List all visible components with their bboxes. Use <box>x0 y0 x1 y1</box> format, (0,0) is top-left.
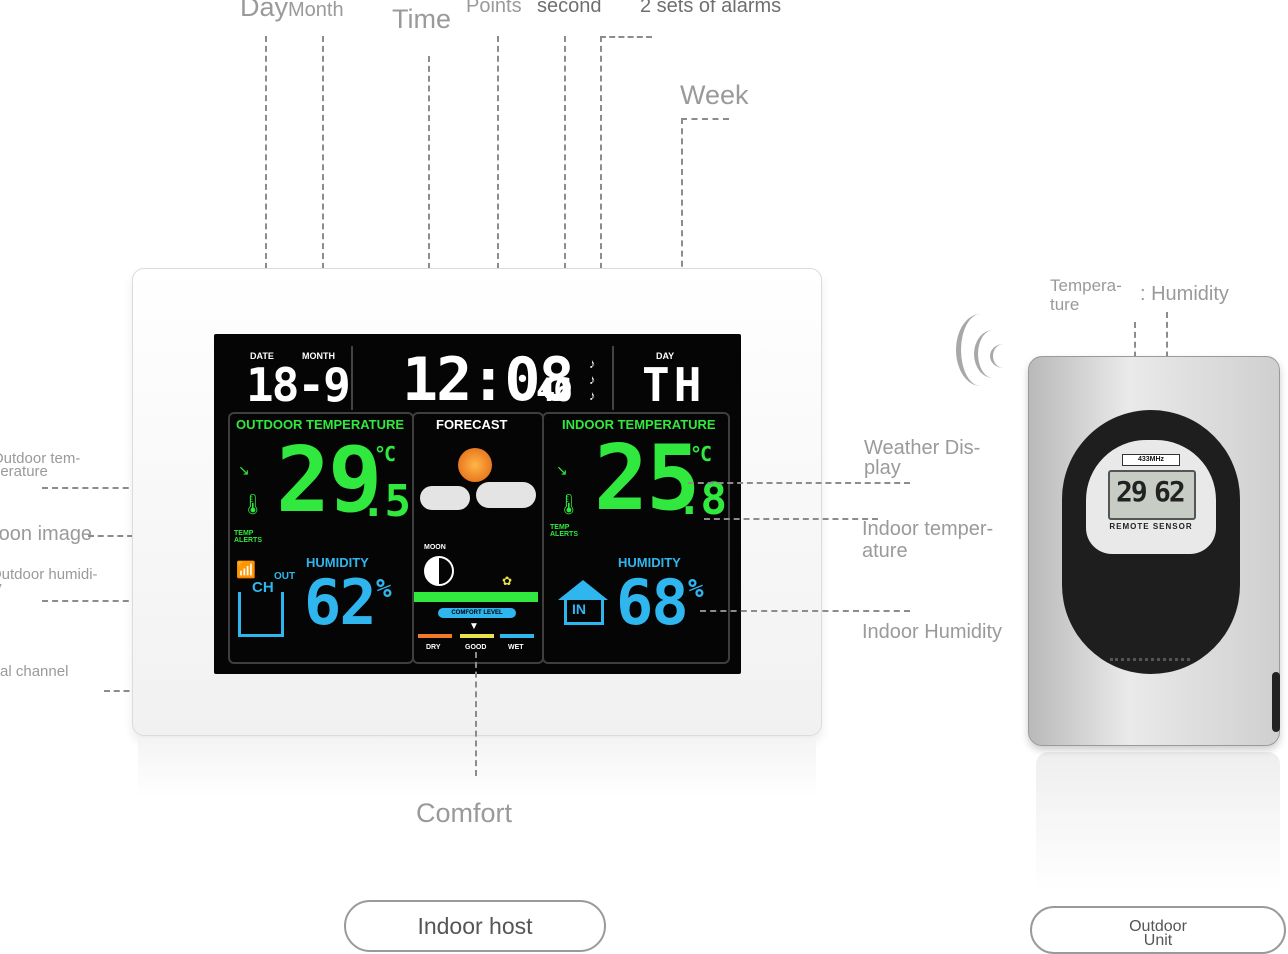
leader-alarms <box>600 36 602 328</box>
label-comfort: Comfort <box>416 798 513 828</box>
comfort-pointer-icon: ▼ <box>469 621 479 632</box>
label-time: Time <box>392 4 451 34</box>
label-weather-display: Weather Dis- play <box>864 437 981 479</box>
comfort-wet-bar <box>500 634 534 638</box>
indoor-temperature-decimal: .8 <box>676 474 727 525</box>
label-outdoor-humidity: Outdoor humidi- ty <box>0 566 98 595</box>
alarm-bell-icon: ♪ <box>589 356 596 371</box>
label-indoor-humidity: Indoor Humidity <box>862 621 1003 643</box>
label-sensor-temperature: Tempera- ture <box>1050 276 1122 314</box>
wireless-signal-icon <box>956 314 1005 386</box>
trend-arrow-icon: ↘ <box>556 462 568 478</box>
moon-label: MOON <box>424 544 446 551</box>
outdoor-unit-reflection <box>1036 752 1280 892</box>
moon-phase-icon <box>424 556 454 586</box>
lcd-day-value: TH <box>642 358 706 412</box>
outdoor-temperature-value: 29 <box>276 428 382 533</box>
thermometer-icon: 🌡 <box>240 494 266 516</box>
leader-second <box>564 36 566 328</box>
indoor-humidity-title: HUMIDITY <box>618 555 681 570</box>
grass-strip <box>414 592 538 602</box>
comfort-level-bar: COMFORT LEVEL <box>438 608 516 618</box>
sensor-band-label: 433MHz <box>1122 454 1180 466</box>
lcd-time-value: 12:08 <box>402 345 575 415</box>
forecast-title: FORECAST <box>436 417 508 432</box>
indoor-temperature-unit: °C <box>690 442 712 466</box>
outdoor-unit-display: 29 62 <box>1108 470 1196 520</box>
sensor-cable <box>1272 672 1280 732</box>
channel-label: CH <box>252 579 274 596</box>
sun-icon <box>458 448 492 482</box>
outdoor-house-icon <box>238 592 284 637</box>
lcd-date-value: 18-9 <box>246 358 351 412</box>
outdoor-label: OUT <box>274 571 296 582</box>
leader-points <box>497 36 499 328</box>
leader-comfort <box>475 652 477 776</box>
cloud-icon <box>476 482 536 508</box>
comfort-good-bar <box>460 634 494 638</box>
comfort-wet-label: WET <box>508 644 524 651</box>
temp-alerts-label: TEMP ALERTS <box>234 530 262 544</box>
leader-indoor-temperature <box>704 518 878 520</box>
outdoor-humidity-percent: % <box>376 574 392 604</box>
lcd-day-label: DAY <box>656 351 675 361</box>
thermometer-icon: 🌡 <box>556 494 582 516</box>
label-alarms: 2 sets of alarms <box>640 0 782 17</box>
outdoor-humidity-value: 62 <box>304 566 377 639</box>
indoor-host-reflection <box>138 738 816 798</box>
flower-icon: ✿ <box>502 574 513 588</box>
lcd-month-label: MONTH <box>302 351 335 361</box>
outdoor-temperature-decimal: .5 <box>360 476 411 527</box>
leader-indoor-humidity <box>700 610 910 612</box>
alarm-bell-icon: ♪ <box>589 388 596 403</box>
indoor-humidity-percent: % <box>688 574 704 604</box>
leader-week <box>681 118 683 328</box>
indoor-host-display: DATE MONTH 18-9 12:08 46 ♪ ♪ ♪ DAY TH OU… <box>214 334 741 674</box>
sensor-temperature-value: 29 <box>1116 475 1148 508</box>
indoor-temperature-value: 25 <box>594 426 700 531</box>
temp-alerts-label: TEMP ALERTS <box>550 524 578 538</box>
outdoor-temperature-unit: °C <box>374 442 396 466</box>
indoor-house-icon: IN <box>556 580 610 625</box>
indoor-host-caption: Indoor host <box>344 900 606 952</box>
indoor-temperature-title: INDOOR TEMPERATURE <box>562 417 716 432</box>
comfort-good-label: GOOD <box>465 644 487 651</box>
signal-icon: 📶 <box>236 562 256 579</box>
leader-day <box>265 36 267 328</box>
outdoor-unit-caption: Outdoor Unit <box>1030 906 1286 954</box>
comfort-dry-bar <box>418 634 452 638</box>
sensor-humidity-value: 62 <box>1154 475 1186 508</box>
label-sensor-humidity: : Humidity <box>1140 283 1229 305</box>
label-month: Month <box>288 0 344 21</box>
lcd-seconds-value: 46 <box>536 371 573 409</box>
trend-arrow-icon: ↘ <box>238 462 250 478</box>
leader-month <box>322 36 324 328</box>
label-day: Day <box>240 0 289 22</box>
lcd-date-label: DATE <box>250 351 274 361</box>
indoor-label: IN <box>572 601 586 617</box>
outdoor-temperature-title: OUTDOOR TEMPERATURE <box>236 417 405 432</box>
label-points: Points <box>466 0 522 17</box>
label-moon-image: Moon image <box>0 523 93 545</box>
alarm-bell-icon: ♪ <box>589 372 596 387</box>
sensor-caption: REMOTE SENSOR <box>1109 522 1193 531</box>
sensor-vent <box>1110 658 1190 665</box>
alarm-bell-icons: ♪ ♪ ♪ <box>589 356 596 404</box>
outdoor-humidity-title: HUMIDITY <box>306 555 369 570</box>
leader-weather-display <box>688 482 910 484</box>
leader-time <box>428 56 430 328</box>
label-outdoor-temperature: Outdoor tem- perature <box>0 450 81 480</box>
indoor-panel <box>542 412 730 664</box>
cloud-icon <box>420 486 470 510</box>
label-signal-channel: Signal channel <box>0 663 69 680</box>
label-indoor-temperature: Indoor temper- ature <box>862 518 994 562</box>
label-second: second <box>537 0 602 17</box>
label-week: Week <box>680 80 749 110</box>
indoor-humidity-value: 68 <box>616 566 689 639</box>
comfort-dry-label: DRY <box>426 644 441 651</box>
